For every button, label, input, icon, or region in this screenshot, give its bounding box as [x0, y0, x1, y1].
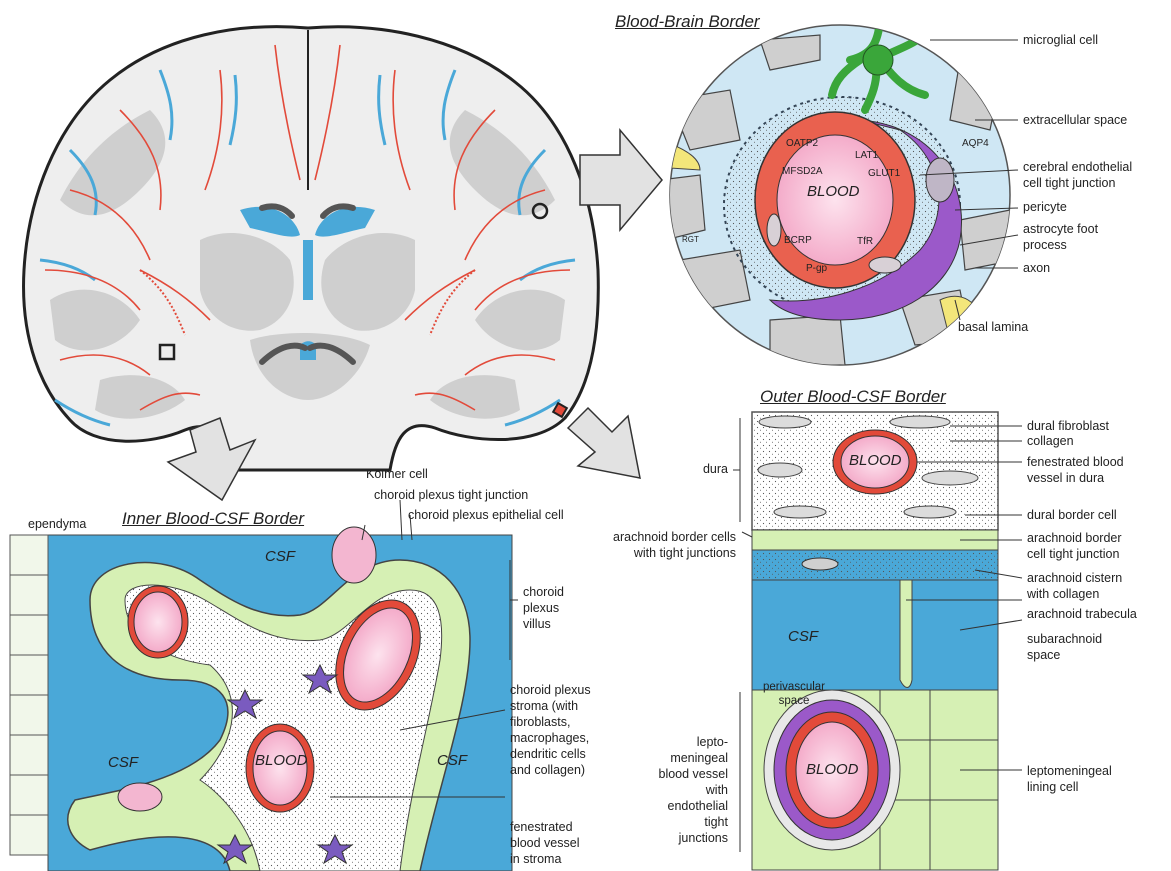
label-lepto-lining-1: leptomeningeal: [1027, 764, 1112, 778]
label-axon: axon: [1023, 261, 1050, 275]
label-collagen: collagen: [1027, 434, 1074, 448]
inner-csf-right-label: CSF: [437, 752, 467, 769]
arrow-to-bbb: [580, 130, 662, 230]
label-fen-3: in stroma: [510, 852, 561, 866]
label-stroma-1: choroid plexus: [510, 683, 591, 697]
label-arachnoid-border-2: cell tight junction: [1027, 547, 1119, 561]
brain-coronal-section: [22, 27, 598, 470]
label-dura: dura: [680, 462, 728, 476]
label-arachnoid-trabecula: arachnoid trabecula: [1027, 607, 1137, 621]
label-fen-1: fenestrated: [510, 820, 573, 834]
label-arachnoid-cells-1: arachnoid border cells: [560, 530, 736, 544]
glut1-label: GLUT1: [868, 168, 900, 179]
label-cp-tight-junction: choroid plexus tight junction: [374, 488, 528, 502]
label-villus-2: plexus: [523, 601, 559, 615]
inner-title: Inner Blood-CSF Border: [122, 509, 304, 529]
label-fenestrated-1: fenestrated blood: [1027, 455, 1124, 469]
label-astrocyte-1: astrocyte foot: [1023, 222, 1098, 236]
label-endothelial-tj-1: cerebral endothelial: [1023, 160, 1132, 174]
label-astrocyte-2: process: [1023, 238, 1067, 252]
label-pericyte: pericyte: [1023, 200, 1067, 214]
outer-title: Outer Blood-CSF Border: [760, 387, 946, 407]
bbb-blood-label: BLOOD: [807, 183, 860, 200]
label-subarachnoid-1: subarachnoid: [1027, 632, 1102, 646]
label-lepto-vessel-2: meningeal: [628, 751, 728, 765]
label-stroma-2: stroma (with: [510, 699, 578, 713]
label-microglial-cell: microglial cell: [1023, 33, 1098, 47]
label-lepto-vessel-3: blood vessel: [628, 767, 728, 781]
label-extracellular-space: extracellular space: [1023, 113, 1127, 127]
bcrp-label: BCRP: [784, 235, 812, 246]
label-endothelial-tj-2: cell tight junction: [1023, 176, 1115, 190]
label-villus-1: choroid: [523, 585, 564, 599]
outer-blood-dura-label: BLOOD: [849, 452, 902, 469]
label-lepto-vessel-4: with: [628, 783, 728, 797]
oatp2-label: OATP2: [786, 138, 818, 149]
rgt-label: RGT: [682, 235, 699, 244]
label-villus-3: villus: [523, 617, 551, 631]
label-stroma-6: and collagen): [510, 763, 585, 777]
tfr-label: TfR: [857, 236, 873, 247]
label-arachnoid-cells-2: with tight junctions: [560, 546, 736, 560]
mfsd2a-label: MFSD2A: [782, 166, 823, 177]
label-perivascular-1: perivascular: [756, 680, 832, 694]
bbb-title: Blood-Brain Border: [615, 12, 760, 32]
aqp4-label: AQP4: [962, 138, 989, 149]
label-fen-2: blood vessel: [510, 836, 580, 850]
inner-panel: [10, 527, 512, 871]
label-arachnoid-cistern-1: arachnoid cistern: [1027, 571, 1122, 585]
label-basal-lamina: basal lamina: [958, 320, 1028, 334]
label-arachnoid-border-1: arachnoid border: [1027, 531, 1122, 545]
lat1-label: LAT1: [855, 150, 878, 161]
label-fenestrated-2: vessel in dura: [1027, 471, 1104, 485]
inner-blood-label: BLOOD: [255, 752, 308, 769]
label-dural-fibroblast: dural fibroblast: [1027, 419, 1109, 433]
label-stroma-4: macrophages,: [510, 731, 589, 745]
label-lepto-lining-2: lining cell: [1027, 780, 1078, 794]
label-lepto-vessel-1: lepto-: [628, 735, 728, 749]
label-cp-epithelial: choroid plexus epithelial cell: [408, 508, 564, 522]
inner-csf-left-label: CSF: [108, 754, 138, 771]
label-subarachnoid-2: space: [1027, 648, 1060, 662]
label-lepto-vessel-6: tight: [628, 815, 728, 829]
label-lepto-vessel-7: junctions: [628, 831, 728, 845]
label-ependyma: ependyma: [28, 517, 86, 531]
inner-csf-top-label: CSF: [265, 548, 295, 565]
label-arachnoid-cistern-2: with collagen: [1027, 587, 1099, 601]
label-lepto-vessel-5: endothelial: [628, 799, 728, 813]
label-kolmer-cell: Kolmer cell: [366, 467, 428, 481]
label-stroma-5: dendritic cells: [510, 747, 586, 761]
label-perivascular-2: space: [756, 694, 832, 708]
pgp-label: P-gp: [806, 263, 827, 274]
label-stroma-3: fibroblasts,: [510, 715, 570, 729]
outer-csf-label: CSF: [788, 628, 818, 645]
arrow-to-outer: [568, 408, 640, 478]
label-dural-border-cell: dural border cell: [1027, 508, 1117, 522]
outer-blood-lepto-label: BLOOD: [806, 761, 859, 778]
